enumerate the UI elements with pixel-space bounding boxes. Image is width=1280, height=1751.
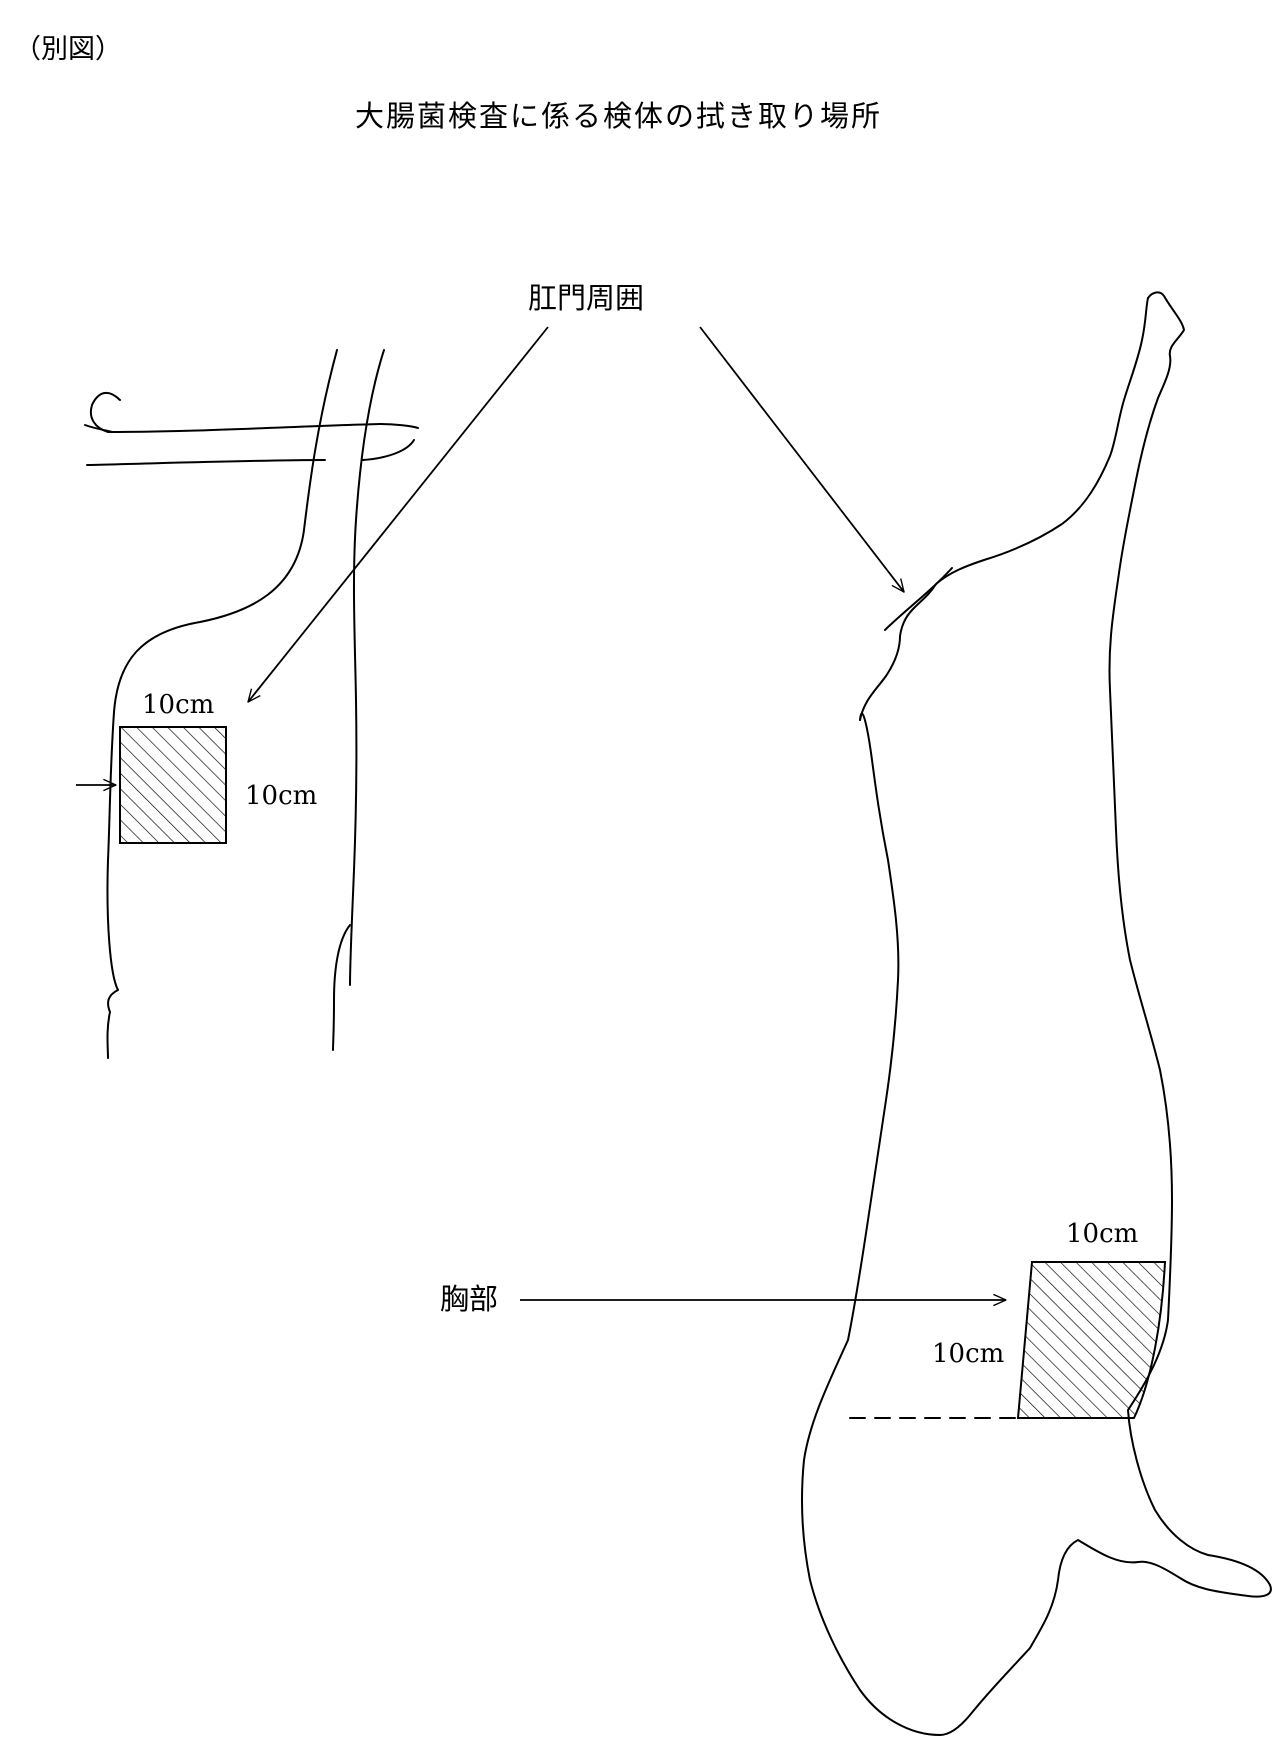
- right-height-label: 10cm: [932, 1339, 1005, 1369]
- left-outer-contour: [106, 349, 338, 1059]
- chest-label: 胸部: [440, 1282, 499, 1316]
- anus-arrow-left: [248, 326, 549, 702]
- corner-label: （別図）: [14, 34, 122, 65]
- right-carcass-outline: [801, 291, 1272, 1736]
- left-bone-upper-edge: [89, 391, 419, 433]
- page-title: 大腸菌検査に係る検体の拭き取り場所: [355, 99, 883, 133]
- anus-arrow-right: [699, 326, 904, 592]
- left-bone-notch: [84, 424, 113, 433]
- anus-area-label: 肛門周囲: [528, 281, 645, 315]
- right-sample-area: [1016, 1261, 1167, 1419]
- left-inner-lower: [332, 924, 351, 1051]
- left-bone-lower-edge: [86, 439, 415, 466]
- left-inner-contour: [349, 349, 385, 986]
- right-width-label: 10cm: [1066, 1219, 1139, 1249]
- right-tail-stub: [884, 567, 953, 631]
- left-height-label: 10cm: [245, 781, 318, 811]
- left-width-label: 10cm: [142, 690, 215, 720]
- left-sample-area: [119, 726, 227, 844]
- right-upper-back: [859, 297, 1149, 721]
